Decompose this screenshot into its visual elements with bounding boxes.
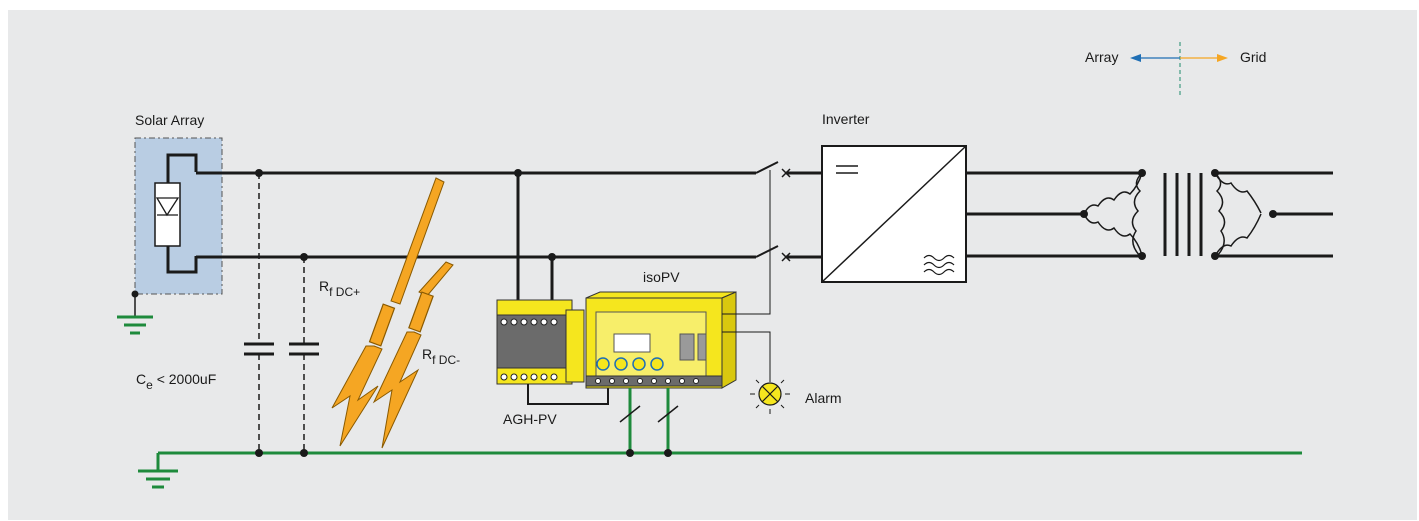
isopv-switch-link: [722, 170, 771, 315]
diagram-panel: [8, 10, 1417, 520]
rf-dc-minus-label: Rf DC-: [422, 346, 460, 366]
rf-dc-plus-main: R: [319, 278, 330, 294]
legend-grid-label: Grid: [1240, 49, 1267, 65]
inverter-icon: [821, 145, 967, 283]
rf-dc-minus-main: R: [422, 346, 433, 362]
isopv-device: [585, 291, 737, 389]
isopv-label: isoPV: [643, 269, 680, 285]
solar-array-label: Solar Array: [135, 112, 205, 128]
fault-resistor-dc-minus: [372, 261, 454, 449]
solar-array-ground-node: [131, 290, 139, 298]
earth-ground-icon: [138, 469, 178, 489]
transformer-secondary-delta: [1211, 169, 1277, 260]
agh-pv-label: AGH-PV: [503, 411, 557, 427]
agh-pv-device: [496, 299, 585, 385]
ce-label: Ce < 2000uF: [136, 371, 217, 391]
ac-output-lines: [966, 171, 1142, 258]
agh-plus-node: [514, 169, 522, 177]
alarm-lamp-icon: [750, 374, 790, 414]
legend-grid-arrowhead: [1217, 54, 1228, 62]
fault-resistor-dc-plus: [331, 177, 445, 447]
legend: [1130, 42, 1228, 96]
inverter-label: Inverter: [822, 111, 870, 127]
ce-sub: e: [146, 378, 153, 392]
agh-to-isopv-link: [527, 384, 609, 405]
leakage-capacitor-minus: [289, 253, 319, 457]
rf-dc-plus-sub: f DC+: [329, 285, 361, 299]
agh-minus-node: [548, 253, 556, 261]
rf-dc-minus-sub: f DC-: [432, 353, 461, 367]
rf-dc-plus-label: Rf DC+: [319, 278, 360, 298]
transformer-core: [1163, 173, 1203, 256]
solar-array: [131, 137, 223, 316]
grid-lines: [1215, 171, 1333, 258]
isopv-earth-leads: [619, 388, 679, 457]
leakage-capacitor-plus: [244, 169, 274, 457]
solar-diode-symbol: [155, 197, 180, 217]
transformer-primary-delta: [1080, 169, 1146, 260]
array-ground-icon: [117, 315, 153, 335]
dc-disconnect-switch: [755, 161, 822, 262]
ce-value: < 2000uF: [152, 371, 217, 387]
alarm-label: Alarm: [805, 390, 842, 406]
isopv-alarm-link: [722, 331, 771, 382]
legend-array-label: Array: [1085, 49, 1119, 65]
legend-array-arrowhead: [1130, 54, 1141, 62]
ce-main: C: [136, 371, 147, 387]
